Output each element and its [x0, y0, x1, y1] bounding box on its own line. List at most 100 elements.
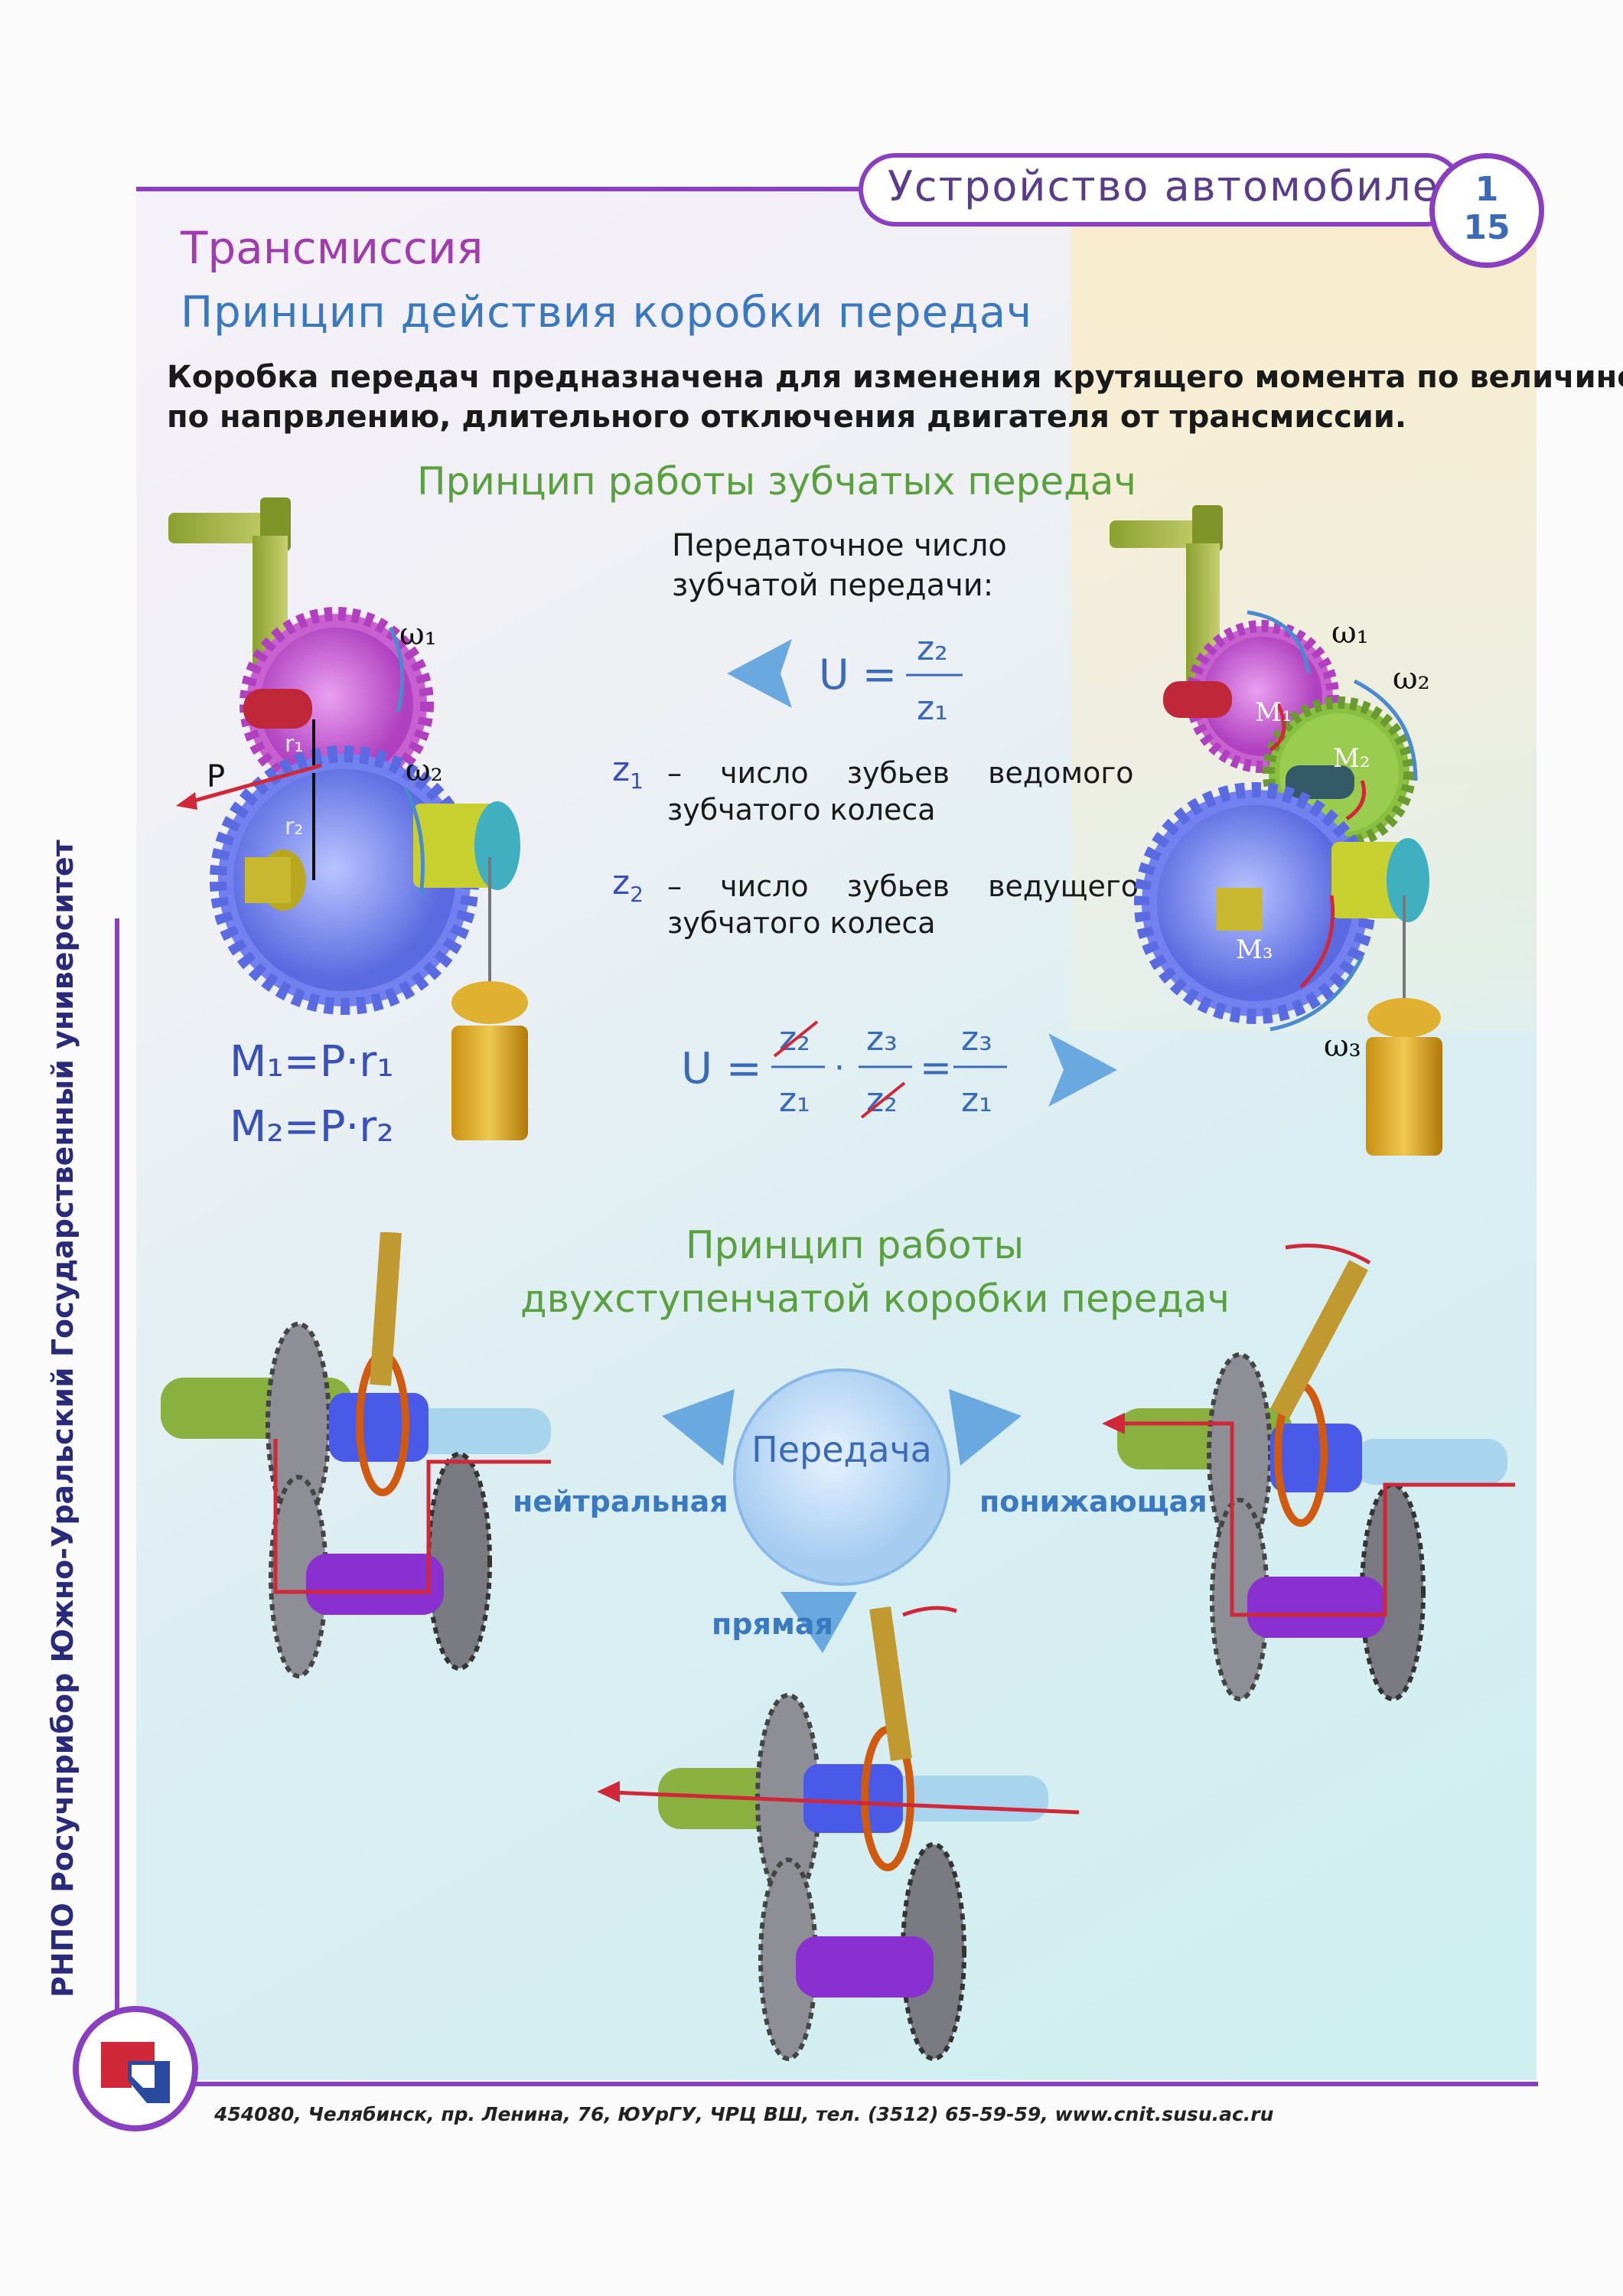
r2-label: r₂	[285, 814, 303, 840]
formula2-num3: z₃	[961, 1019, 992, 1058]
omega2-arrow	[403, 787, 425, 896]
compound-gear-train-illustration: ω₁ ω₂ ω₃ M₁ M₂ M₃	[1110, 505, 1442, 1156]
z1-letter: z	[612, 750, 631, 789]
formula2-lhs: U =	[681, 1044, 762, 1094]
force-p-label: P	[207, 759, 225, 794]
neutral-arrow	[662, 1389, 735, 1466]
rope-drum-end	[474, 801, 520, 890]
formula-compound: U = z₂ z₁ · z₃ z₂ = z₃ z₁	[681, 1019, 1117, 1120]
gear-principle-heading: Принцип работы зубчатых передач	[417, 459, 1136, 504]
gear3-shaft	[1217, 888, 1263, 931]
logo-white-shape	[132, 2065, 155, 2088]
gear2-shaft	[1286, 765, 1354, 799]
selection-circle	[733, 1368, 950, 1586]
gearbox-direct-illustration	[597, 1606, 1080, 2061]
rope-drum	[413, 804, 497, 888]
simple-gear-pair-illustration: ω₁ ω₂ P r₁ r₂	[168, 497, 528, 1140]
gear-selection-diagram: Передача	[662, 1368, 1022, 1653]
weight-right	[1366, 1037, 1442, 1156]
two-stage-heading-line1: Принцип работы	[686, 1223, 1025, 1267]
two-stage-heading-line2: двухступенчатой коробки передач	[520, 1277, 1230, 1321]
shift-direction-arrow-direct	[902, 1606, 957, 1617]
page-number-top: 1	[1475, 170, 1499, 209]
crank-top-right	[1192, 505, 1223, 551]
omega2-label-right: ω₂	[1393, 661, 1430, 696]
output-shaft	[398, 1408, 551, 1454]
z1-subscript: 1	[630, 768, 644, 794]
m1-arrow	[1269, 703, 1286, 752]
weight-knob-right	[1367, 998, 1441, 1038]
moment-formula-2: M₂=P·r₂	[230, 1102, 394, 1152]
force-p-arrowhead	[176, 792, 197, 810]
countershaft	[306, 1554, 444, 1615]
z2-letter: z	[612, 863, 631, 902]
r1-label: r₁	[285, 731, 303, 758]
omega1-arrow	[388, 626, 405, 713]
power-flow-arrowhead-reduction	[1102, 1413, 1125, 1434]
reduction-label: понижающая	[979, 1485, 1207, 1518]
force-p-arrow	[183, 763, 322, 806]
ratio-label-line1: Передаточное число	[672, 528, 1007, 563]
formula2-cancel-1	[773, 1020, 819, 1058]
small-gear-shaft	[243, 689, 312, 729]
section-title: Трансмиссия	[181, 222, 484, 274]
output-gear-direct	[901, 1842, 966, 2061]
frame-top-line	[136, 187, 863, 191]
weight	[451, 1026, 528, 1140]
ratio-label-line2: зубчатой передачи:	[672, 568, 994, 603]
formula2-den1: z₁	[779, 1081, 810, 1120]
z2-symbol: z2	[612, 863, 644, 907]
formula1-numerator: z₂	[917, 629, 948, 668]
footer-address: 454080, Челябинск, пр. Ленина, 76, ЮУрГУ…	[214, 2103, 1274, 2125]
formula2-dot: ·	[834, 1049, 845, 1088]
page-number-badge	[1429, 153, 1544, 268]
gear1-shaft	[1163, 681, 1232, 718]
omega2-label: ω₂	[406, 753, 443, 788]
header-title: Устройство автомобилей	[888, 162, 1468, 210]
formula2-num2: z₃	[866, 1019, 898, 1058]
moment-formula-1: M₁=P·r₁	[230, 1037, 394, 1087]
z2-subscript: 2	[630, 881, 644, 907]
countershaft-reduction	[1247, 1577, 1385, 1638]
direct-label: прямая	[712, 1607, 833, 1641]
formula2-den3: z₁	[961, 1081, 992, 1120]
m3-label: M₃	[1236, 934, 1273, 965]
large-gear-shaft	[245, 857, 291, 903]
formula2-equals: =	[920, 1045, 952, 1090]
formula-left-arrow	[727, 639, 792, 708]
intro-line-2: по напрвлению, длительного отключения дв…	[167, 400, 1407, 435]
gearbox-neutral-illustration	[161, 1232, 551, 1678]
formula1-lhs: U =	[819, 651, 897, 699]
formula-single: U = z₂ z₁	[727, 629, 963, 728]
m2-label: M₂	[1333, 743, 1370, 774]
page-subtitle: Принцип действия коробки передач	[181, 288, 1033, 338]
weight-knob	[451, 981, 528, 1024]
frame-bottom-line	[191, 2082, 1538, 2086]
formula-right-arrow	[1048, 1033, 1117, 1107]
shift-lever-direct	[869, 1606, 912, 1761]
omega1-label-right: ω₁	[1331, 615, 1369, 651]
z1-desc-line2: зубчатого колеса	[667, 793, 936, 827]
side-publisher-text: РНПО Росучприбор Южно-Уральский Государс…	[46, 840, 80, 1998]
shift-direction-arrow-reduction	[1285, 1244, 1371, 1265]
countershaft-direct	[796, 1936, 934, 1998]
direct-arrow	[781, 1592, 857, 1653]
z2-desc-line1: – число зубьев ведущего	[667, 869, 1139, 903]
power-flow-line-direct	[611, 1790, 1080, 1815]
page-number-bottom: 15	[1463, 208, 1511, 247]
shift-lever	[370, 1232, 402, 1386]
publisher-logo	[73, 2006, 198, 2131]
power-flow-line	[273, 1439, 551, 1594]
small-gear	[260, 628, 413, 781]
omega1-arrow-right	[1247, 610, 1311, 674]
m1-label: M₁	[1255, 697, 1292, 728]
circle-label: Передача	[751, 1429, 932, 1470]
m3-arrow	[1299, 895, 1335, 989]
z2-desc-line2: зубчатого колеса	[667, 906, 936, 940]
intro-line-1: Коробка передач предназначена для измене…	[167, 360, 1623, 395]
omega3-arrow-right	[1269, 955, 1364, 1032]
formula2-cancel-2	[860, 1081, 906, 1119]
power-flow-arrowhead-direct	[597, 1781, 620, 1802]
power-flow-line-reduction	[1125, 1421, 1515, 1617]
omega3-label-right: ω₃	[1324, 1029, 1361, 1064]
